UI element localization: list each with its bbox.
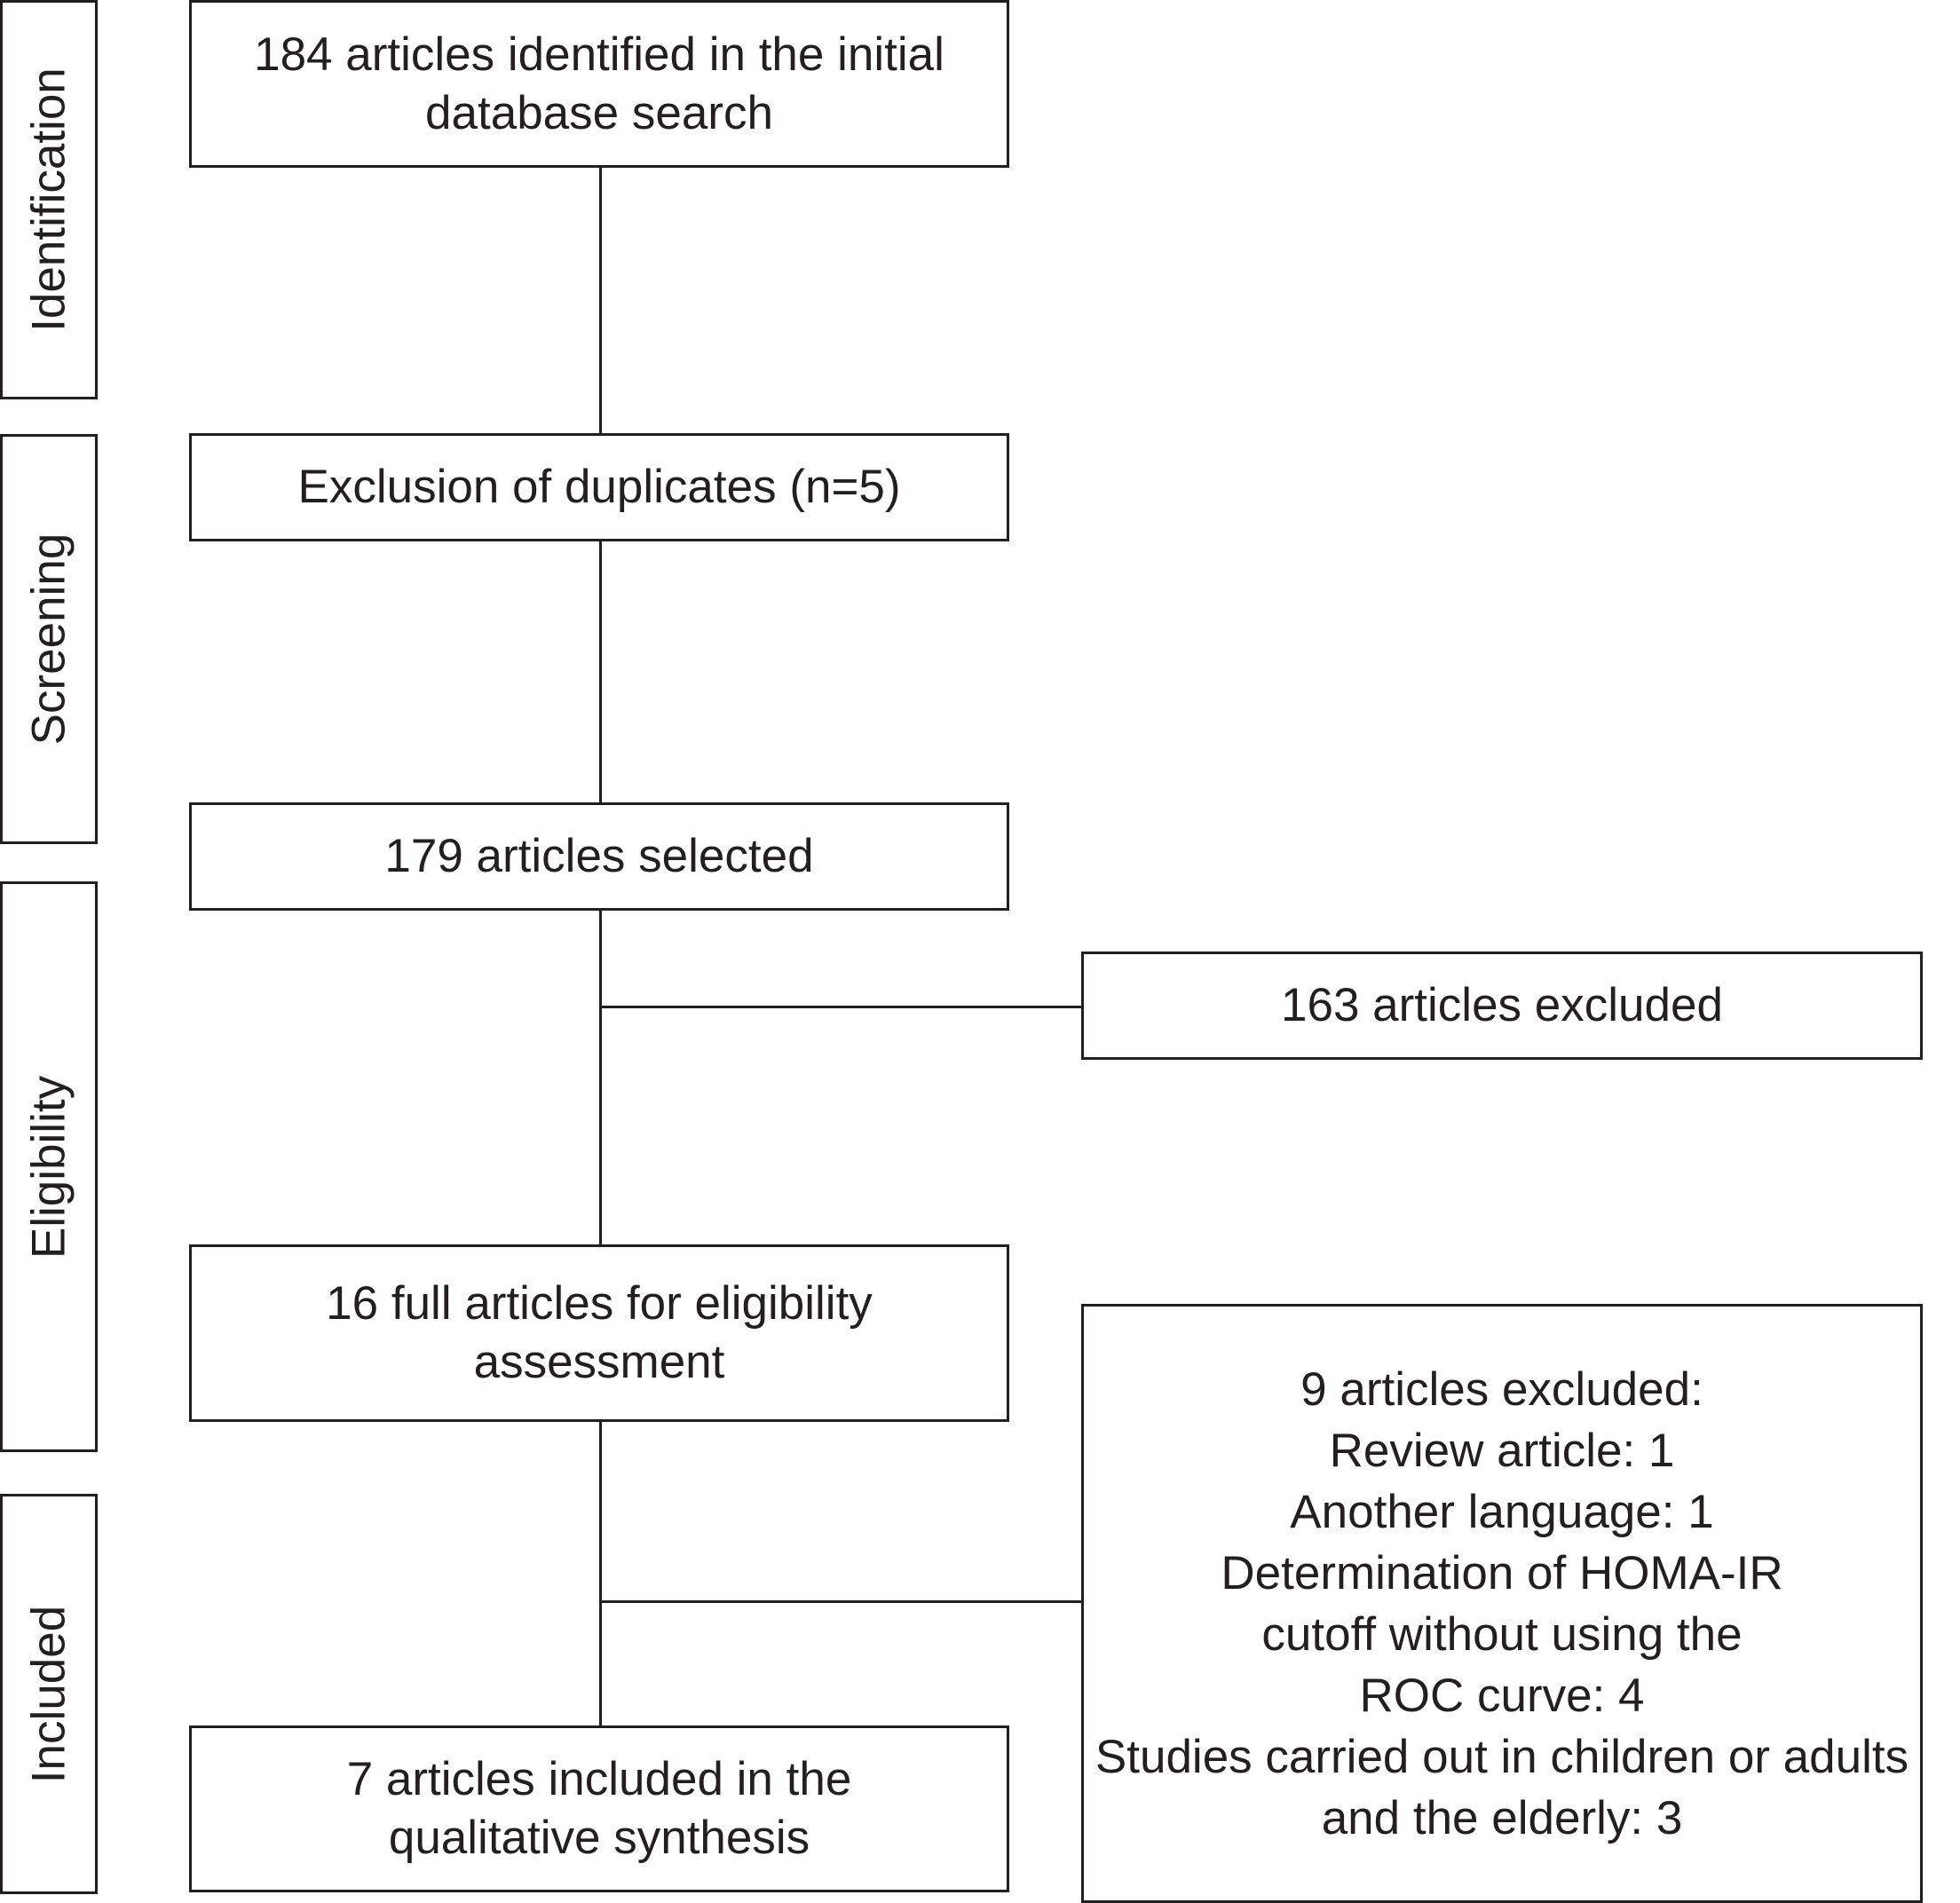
selected-line-1: 179 articles selected xyxy=(384,830,814,882)
included-line-2: qualitative synthesis xyxy=(388,1812,810,1864)
connector-selected-to-fulltext xyxy=(599,908,602,1247)
stage-label-screening: Screening xyxy=(22,533,75,746)
excluded-2-line-8: and the elderly: 3 xyxy=(1321,1791,1683,1844)
identified-box: 184 articles identified in the initial d… xyxy=(189,0,1009,168)
stage-label-eligibility: Eligibility xyxy=(22,1075,75,1259)
connector-identified-to-duplicates xyxy=(599,165,602,435)
stage-label-identification: Identification xyxy=(22,67,75,332)
included-line-1: 7 articles included in the xyxy=(346,1753,852,1805)
excluded-1-line-1: 163 articles excluded xyxy=(1281,979,1723,1031)
stage-screening: Screening xyxy=(0,434,98,844)
full-text-box: 16 full articles for eligibility assessm… xyxy=(189,1244,1009,1422)
full-text-line-1: 16 full articles for eligibility xyxy=(326,1277,873,1330)
excluded-2-line-7: Studies carried out in children or adult… xyxy=(1095,1730,1909,1783)
connector-to-excluded-2 xyxy=(600,1600,1083,1603)
stage-included: Included xyxy=(0,1494,98,1894)
excluded-2-line-6: ROC curve: 4 xyxy=(1359,1669,1645,1722)
duplicates-box: Exclusion of duplicates (n=5) xyxy=(189,433,1009,541)
excluded-2-line-5: cutoff without using the xyxy=(1261,1607,1743,1661)
excluded-2-line-1: 9 articles excluded: xyxy=(1300,1362,1703,1416)
identified-line-2: database search xyxy=(425,86,773,139)
full-text-line-2: assessment xyxy=(473,1336,725,1388)
stage-label-included: Included xyxy=(22,1605,75,1783)
identified-line-1: 184 articles identified in the initial xyxy=(254,28,944,81)
selected-box: 179 articles selected xyxy=(189,802,1009,911)
excluded-2-line-2: Review article: 1 xyxy=(1329,1424,1675,1477)
stage-eligibility: Eligibility xyxy=(0,881,98,1452)
excluded-1-box: 163 articles excluded xyxy=(1081,952,1923,1060)
excluded-2-line-4: Determination of HOMA-IR xyxy=(1221,1546,1783,1599)
duplicates-line-1: Exclusion of duplicates (n=5) xyxy=(297,461,901,513)
connector-duplicates-to-selected xyxy=(599,539,602,804)
included-box: 7 articles included in the qualitative s… xyxy=(189,1725,1009,1892)
connector-fulltext-to-included xyxy=(599,1419,602,1726)
excluded-2-box: 9 articles excluded: Review article: 1 A… xyxy=(1081,1304,1923,1903)
connector-to-excluded-1 xyxy=(600,1006,1083,1008)
stage-identification: Identification xyxy=(0,0,98,399)
excluded-2-line-3: Another language: 1 xyxy=(1290,1485,1714,1538)
